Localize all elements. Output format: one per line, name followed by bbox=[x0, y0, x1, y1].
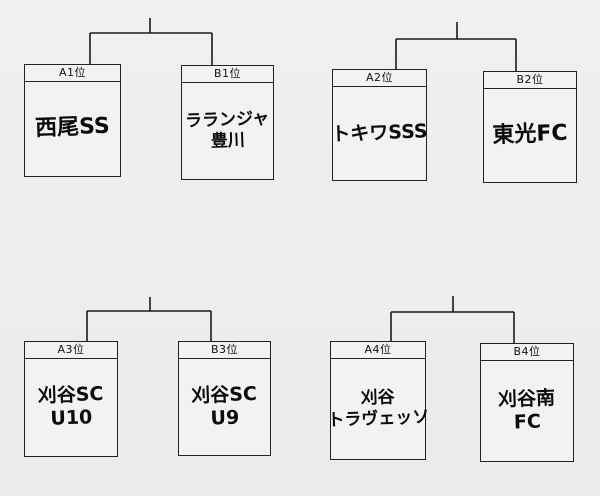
seed-label: A2位 bbox=[333, 70, 426, 87]
bracket-3-connector bbox=[86, 297, 212, 342]
team-name: トキワSSS bbox=[330, 119, 429, 146]
team-box-a4: A4位 刈谷 トラヴェッソ bbox=[327, 341, 430, 460]
team-box-b1: B1位 ラランジャ 豊川 bbox=[181, 65, 274, 180]
team-name: 刈谷南 FC bbox=[497, 386, 556, 433]
team-name: 刈谷SC U9 bbox=[190, 382, 258, 429]
team-name: 刈谷 トラヴェッソ bbox=[327, 387, 430, 431]
team-box-b3: B3位 刈谷SC U9 bbox=[178, 341, 271, 456]
seed-label: A3位 bbox=[25, 342, 117, 359]
team-box-a2: A2位 トキワSSS bbox=[330, 69, 429, 181]
team-box-b4: B4位 刈谷南 FC bbox=[480, 343, 574, 462]
team-box-b2: B2位 東光FC bbox=[483, 71, 577, 183]
bracket-1-connector bbox=[89, 18, 213, 65]
seed-label: B2位 bbox=[484, 72, 576, 89]
team-box-a3: A3位 刈谷SC U10 bbox=[24, 341, 118, 457]
team-name: 刈谷SC U10 bbox=[37, 383, 104, 430]
seed-label: A4位 bbox=[331, 342, 425, 359]
team-name: 西尾SS bbox=[34, 114, 111, 142]
seed-label: B3位 bbox=[179, 342, 270, 359]
team-name: ラランジャ 豊川 bbox=[184, 108, 270, 152]
team-name: 東光FC bbox=[491, 120, 568, 149]
seed-label: A1位 bbox=[25, 65, 120, 82]
bracket-4-connector bbox=[390, 296, 515, 345]
bracket-2-connector bbox=[395, 22, 517, 72]
seed-label: B4位 bbox=[481, 344, 573, 361]
seed-label: B1位 bbox=[182, 66, 273, 83]
team-box-a1: A1位 西尾SS bbox=[24, 64, 121, 177]
